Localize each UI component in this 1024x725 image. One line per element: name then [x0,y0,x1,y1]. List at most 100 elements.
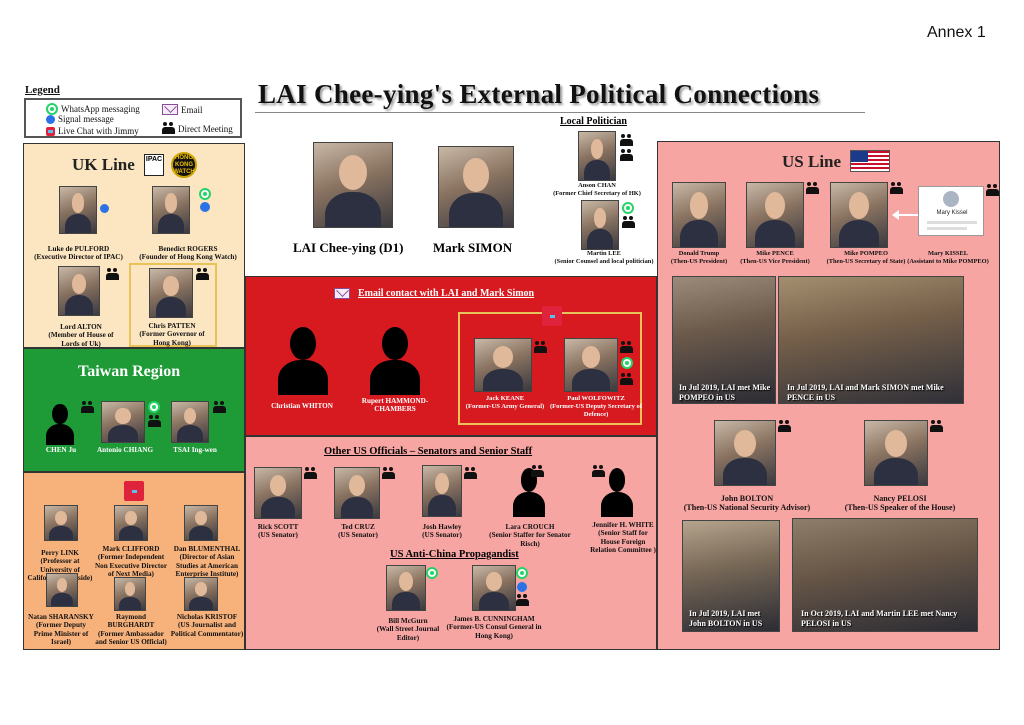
photo-raymond-burghardt [114,577,146,611]
livechat-icon [124,481,144,501]
taiwan-section: Taiwan Region CHEN Ju Antonio CHIANG TSA… [23,348,245,472]
photo-josh-hawley [422,465,462,517]
whatsapp-icon [46,103,58,115]
photo-lai-meets-bolton: In Jul 2019, LAI met John BOLTON in US [682,520,780,632]
legend-signal: Signal message [46,114,114,124]
person-christian-whiton: Christian WHITON [271,402,333,410]
meeting-icon [516,594,529,607]
person-raymond-burghardt: Raymond BURGHARDT(Former Ambassador and … [95,613,167,647]
meeting-icon [620,341,633,354]
us-flag-icon [850,150,890,172]
meeting-icon [196,268,209,281]
meeting-icon [148,415,161,428]
us-line-title: US Line [782,152,842,171]
person-luke-de-pulford: Luke de PULFORD(Executive Director of IP… [34,245,123,262]
meeting-icon [304,467,317,480]
meeting-icon [531,465,544,478]
person-rick-scott: Rick SCOTT(US Senator) [257,523,299,540]
photo-antonio-chiang [101,401,145,443]
person-lara-crouch: Lara CROUCH(Senior Staffer for Senator R… [489,523,571,548]
propagandist-title: US Anti-China Propagandist [390,549,519,560]
photo-martin-lee [581,200,619,250]
photo-perry-link [44,505,78,541]
photo-lai-simon-meet-pence: In Jul 2019, LAI and Mark SIMON met Mike… [778,276,964,404]
annex-label: Annex 1 [927,24,986,41]
person-rupert-hammond-chambers: Rupert HAMMOND-CHAMBERS [361,397,429,414]
photo-james-cunningham [472,565,516,611]
person-jennifer-white: Jennifer H. WHITE(Senior Staff for House… [590,521,656,555]
meeting-icon [106,268,119,281]
officials-title: Other US Officials – Senators and Senior… [324,446,533,457]
person-dan-blumenthal: Dan BLUMENTHAL(Director of Asian Studies… [173,545,241,579]
meeting-icon [620,373,633,386]
photo-paul-wolfowitz [564,338,618,392]
photo-chris-patten [149,268,193,318]
caption-pelosi-meeting: In Oct 2019, LAI and Martin LEE met Nanc… [801,609,958,628]
kissel-card-name: Mary Kissel [936,210,968,216]
whatsapp-icon [516,567,528,579]
mary-kissel-profile-card: Mary Kissel [918,186,984,236]
person-donald-trump: Donald Trump(Then-US President) [670,250,728,265]
email-contact-section: Email contact with LAI and Mark Simon Ch… [245,276,657,436]
signal-icon [100,204,109,213]
legend-livechat: Live Chat with Jimmy [46,126,139,136]
meeting-icon [890,182,903,195]
photo-lai-chee-ying [313,142,393,228]
silhouette-christian-whiton [270,323,336,395]
person-martin-lee: Martin LEE(Senior Counsel and local poli… [554,250,654,265]
person-lord-alton: Lord ALTON(Member of House of Lords of U… [48,323,114,348]
hong-kong-watch-logo: HONG KONG WATCH [171,152,197,178]
legend-title: Legend [25,84,60,96]
uk-line-title: UK Line [72,155,135,174]
whatsapp-icon [621,357,633,369]
photo-rick-scott [254,467,302,519]
signal-icon [517,582,527,592]
person-paul-wolfowitz: Paul WOLFOWITZ(Former-US Deputy Secretar… [549,395,643,418]
person-mike-pompeo: Mike POMPEO(Then-US Secretary of State) [826,250,906,265]
silhouette-rupert-hammond-chambers [362,323,428,395]
person-antonio-chiang: Antonio CHIANG [96,446,154,454]
center-simon-name: Mark SIMON [433,240,513,255]
silhouette-lara-crouch [508,465,550,517]
meeting-icon [622,216,635,229]
person-jack-keane: Jack KEANE(Former-US Army General) [465,395,545,410]
legend-box: WhatsApp messaging Signal message Live C… [24,98,242,138]
photo-anson-chan [578,131,616,181]
caption-bolton-meeting: In Jul 2019, LAI met John BOLTON in US [689,609,763,628]
person-anson-chan: Anson CHAN(Former Chief Secretary of HK) [553,182,641,197]
signal-icon [200,202,210,212]
person-benedict-rogers: Benedict ROGERS(Founder of Hong Kong Wat… [139,245,237,262]
photo-ted-cruz [334,467,380,519]
photo-john-bolton [714,420,776,486]
legend-signal-label: Signal message [58,114,114,124]
meeting-icon [213,401,226,414]
person-nicholas-kristof: Nicholas KRISTOF(US Journalist and Polit… [170,613,244,638]
ipac-logo: IPAC [144,154,164,176]
local-politician-title: Local Politician [560,116,627,127]
email-icon [162,104,178,115]
photo-mike-pompeo [830,182,888,248]
person-bill-mcgurn: Bill McGurn(Wall Street Journal Editor) [376,617,440,642]
title-rule [255,112,865,113]
person-ted-cruz: Ted CRUZ(US Senator) [338,523,378,540]
avatar [943,191,959,207]
meeting-icon [534,341,547,354]
photo-dan-blumenthal [184,505,218,541]
photo-nicholas-kristof [184,577,218,611]
photo-lai-lee-meet-pelosi: In Oct 2019, LAI and Martin LEE met Nanc… [792,518,978,632]
patten-highlight-frame [129,263,217,347]
silhouette-chen-ju [41,401,79,445]
legend-meeting-label: Direct Meeting [178,123,233,134]
person-mark-clifford: Mark CLIFFORD(Former Independent Non Exe… [94,545,168,579]
caption-pompeo-meeting: In Jul 2019, LAI met Mike POMPEO in US [679,383,771,402]
meeting-icon [986,184,999,197]
person-tsai-ing-wen: TSAI Ing-wen [173,446,217,454]
person-josh-hawley: Josh Hawley(US Senator) [422,523,462,540]
uk-line-section: UK Line IPAC HONG KONG WATCH Luke de PUL… [23,143,245,348]
whatsapp-icon [426,567,438,579]
photo-jack-keane [474,338,532,392]
whatsapp-icon [199,188,211,200]
meeting-icon [162,122,175,135]
photo-natan-sharansky [46,573,78,607]
person-james-cunningham: James B. CUNNINGHAM(Former-US Consul Gen… [446,615,542,640]
